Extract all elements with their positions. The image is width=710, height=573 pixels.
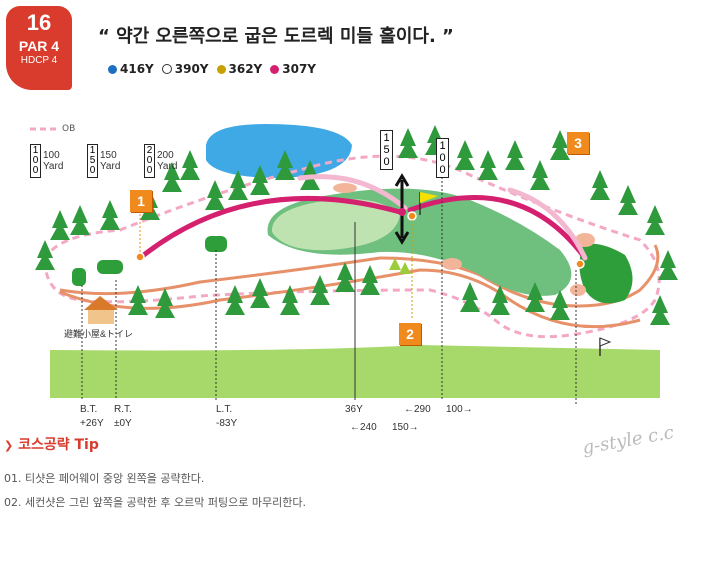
tip-item-1: 01. 티샷은 페어웨이 중앙 왼쪽을 공략한다. xyxy=(4,472,205,485)
rt-value: ±0Y xyxy=(114,418,132,429)
bunker xyxy=(570,284,586,296)
lt-value: -83Y xyxy=(216,418,238,429)
yard-marker-icon: 1 0 0 xyxy=(30,144,41,178)
bunker xyxy=(442,258,462,270)
water-hazard xyxy=(206,124,352,178)
dist-100: 100→ xyxy=(446,404,473,415)
second-shot-point xyxy=(407,211,417,221)
tee-dot-icon xyxy=(161,64,172,74)
strategy-marker-1: 1 xyxy=(130,190,152,212)
tee-red: 307Y xyxy=(270,62,316,76)
tee-dot-icon xyxy=(108,64,117,74)
tee-blue: 416Y xyxy=(108,62,154,76)
dist-240: ←240 xyxy=(350,422,377,433)
fairway-light xyxy=(271,199,400,251)
shelter-roof xyxy=(84,296,118,310)
yard-legend-100: 1 0 0 100 Yard xyxy=(30,144,77,178)
shot-trajectory xyxy=(137,196,403,261)
tee-white: 390Y xyxy=(161,62,209,76)
tee-box xyxy=(97,260,123,274)
tip-item-2: 02. 세컨샷은 그린 앞쪽을 공략한 후 오르막 퍼팅으로 마무리한다. xyxy=(4,496,306,509)
approach-trajectory-fade xyxy=(507,187,588,261)
yard-legend-label: 150 Yard xyxy=(100,150,121,172)
dist-150: 150→ xyxy=(392,422,419,433)
arrow-head-down xyxy=(394,231,410,245)
yard-legend-150: 1 5 0 150 Yard xyxy=(87,144,134,178)
small-trees xyxy=(389,258,411,274)
course-map xyxy=(30,124,678,405)
strategy-marker-2: 2 xyxy=(399,323,421,345)
yard-marker-icon: 1 5 0 xyxy=(87,144,98,178)
tee-box xyxy=(205,236,227,252)
rt-label: R.T. xyxy=(114,404,132,415)
tee-label: 362Y xyxy=(228,62,263,76)
hole-number: 16 xyxy=(26,10,52,35)
course-signature: g-style c.c xyxy=(580,422,676,459)
tee-dot-icon xyxy=(270,64,280,74)
tee-box xyxy=(72,268,86,286)
bunker xyxy=(333,183,357,193)
ob-line xyxy=(43,154,661,339)
trees xyxy=(35,125,678,325)
arrow-head-up xyxy=(394,173,410,187)
lt-label: L.T. xyxy=(216,404,233,415)
approach-trajectory xyxy=(407,195,588,261)
bt-value: +26Y xyxy=(80,418,104,429)
tee-distances: 416Y 390Y 362Y 307Y xyxy=(108,62,316,76)
tee-label: 307Y xyxy=(282,62,316,76)
tee-shot-origin xyxy=(135,252,145,262)
tee-label: 416Y xyxy=(120,62,154,76)
course-100-marker: 1 0 0 xyxy=(436,138,449,178)
dist-36y: 36Y xyxy=(345,404,363,415)
green-target xyxy=(575,259,585,269)
hole-hdcp: HDCP 4 xyxy=(20,55,58,66)
dist-290: ←290 xyxy=(404,404,431,415)
bt-label: B.T. xyxy=(80,404,98,415)
legend-ob-label: OB xyxy=(62,124,76,134)
yard-legend-label: 200 Yard xyxy=(157,150,178,172)
guide-lines xyxy=(81,165,577,405)
ground-flag-icon xyxy=(599,337,612,347)
tee-label: 390Y xyxy=(174,62,209,76)
tee-dot-icon xyxy=(216,64,226,74)
yard-legend-label: 100 Yard xyxy=(43,150,64,172)
yard-legend-200: 2 0 0 200 Yard xyxy=(144,144,191,178)
chevron-right-icon: ❯ xyxy=(4,439,14,452)
tips-title: ❯ 코스공략 Tip xyxy=(4,437,99,453)
strategy-marker-3: 3 xyxy=(567,132,589,154)
putting-green xyxy=(579,243,633,304)
shelter-body xyxy=(88,310,114,324)
yard-marker-icon: 2 0 0 xyxy=(144,144,155,178)
target-point xyxy=(398,208,406,216)
tee-gold: 362Y xyxy=(216,62,263,76)
flag-icon xyxy=(420,192,438,203)
course-150-marker: 1 5 0 xyxy=(380,130,393,170)
hole-description: “ 약간 오른쪽으로 굽은 도르렉 미들 홀이다. ” xyxy=(98,26,454,47)
yard-legend: 1 0 0 100 Yard 1 5 0 150 Yard 2 0 0 200 … xyxy=(30,144,191,178)
shot-trajectory-fade xyxy=(297,174,408,211)
shelter-label: 避難小屋&トイレ xyxy=(64,329,134,339)
hole-badge: 16 PAR 4 HDCP 4 xyxy=(6,6,72,90)
hole-par: PAR 4 xyxy=(18,38,60,54)
